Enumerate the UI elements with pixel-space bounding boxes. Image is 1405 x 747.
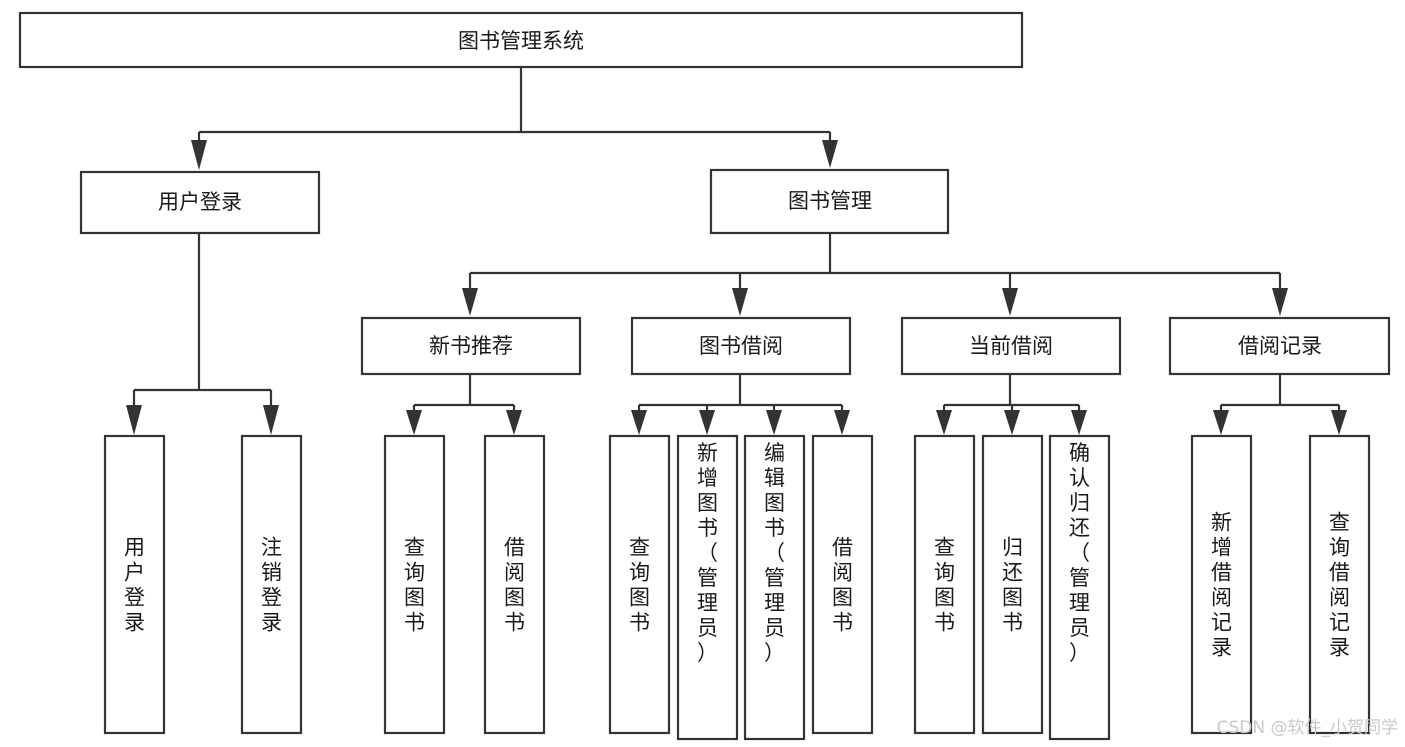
book-borrow-label: 图书借阅 <box>699 334 783 358</box>
book-management-label: 图书管理 <box>788 189 872 213</box>
node-current-borrow[interactable]: 当前借阅 <box>900 316 1122 376</box>
borrow-record-box[interactable] <box>1168 316 1391 376</box>
arrow-head-leaf-logout <box>263 405 279 435</box>
book-management-box[interactable] <box>709 168 950 235</box>
user-login-box[interactable] <box>79 170 321 235</box>
leaf-node-label: 新增图书（管理员） <box>697 441 718 665</box>
arrow-head-new-book-rec <box>462 288 478 316</box>
arrow-head-br-query <box>1331 410 1347 435</box>
connector-layer <box>126 67 1347 435</box>
arrow-head-book-mgmt <box>822 140 838 168</box>
leaf-node-box[interactable] <box>1308 434 1371 735</box>
leaf-node[interactable]: 新增图书（管理员） <box>676 434 739 741</box>
leaf-node-label: 新增借阅记录 <box>1211 511 1232 660</box>
leaf-node-label: 借阅图书 <box>832 536 853 635</box>
borrow-record-label: 借阅记录 <box>1238 334 1322 358</box>
arrow-head-bb-edit <box>766 410 782 435</box>
arrow-head-bb-borrow <box>834 410 850 435</box>
arrow-head-current-borrow <box>1002 288 1018 316</box>
leaf-node-box[interactable] <box>913 434 976 735</box>
leaf-node[interactable]: 归还图书 <box>981 434 1044 735</box>
leaf-node[interactable]: 查询借阅记录 <box>1308 434 1371 735</box>
leaf-node[interactable]: 新增借阅记录 <box>1190 434 1253 735</box>
root-box[interactable] <box>18 11 1024 69</box>
leaf-node-label: 借阅图书 <box>504 536 525 635</box>
arrow-head-bb-add <box>699 410 715 435</box>
leaf-node-label: 查询图书 <box>404 536 425 635</box>
leaf-node-label: 用户登录 <box>124 536 145 635</box>
arrow-head-cb-confirm <box>1071 410 1087 435</box>
leaf-node-box[interactable] <box>1048 434 1111 741</box>
user-login-label: 用户登录 <box>158 190 242 214</box>
book-borrow-box[interactable] <box>630 316 852 376</box>
leaf-node-box[interactable] <box>811 434 874 735</box>
leaf-node-box[interactable] <box>743 434 806 741</box>
leaf-node-label: 查询借阅记录 <box>1329 511 1350 660</box>
arrow-head-borrow-record <box>1272 288 1288 316</box>
leaf-node-box[interactable] <box>103 434 166 735</box>
arrow-head-leaf-user-login <box>126 405 142 435</box>
node-book-borrow[interactable]: 图书借阅 <box>630 316 852 376</box>
leaf-node[interactable]: 注销登录 <box>240 434 303 735</box>
leaf-node[interactable]: 查询图书 <box>608 434 671 735</box>
leaf-node[interactable]: 查询图书 <box>913 434 976 735</box>
new-book-recommend-label: 新书推荐 <box>429 334 513 358</box>
leaf-node-box[interactable] <box>676 434 739 741</box>
leaf-node-box[interactable] <box>981 434 1044 735</box>
leaf-node-label: 查询图书 <box>629 536 650 635</box>
leaf-node[interactable]: 用户登录 <box>103 434 166 735</box>
current-borrow-box[interactable] <box>900 316 1122 376</box>
leaf-node-box[interactable] <box>608 434 671 735</box>
current-borrow-label: 当前借阅 <box>969 334 1053 358</box>
leaf-node-label: 编辑图书（管理员） <box>764 441 785 665</box>
leaf-node[interactable]: 借阅图书 <box>811 434 874 735</box>
node-borrow-record[interactable]: 借阅记录 <box>1168 316 1391 376</box>
leaf-node-label: 确认归还（管理员） <box>1069 441 1090 665</box>
leaf-node-box[interactable] <box>483 434 546 735</box>
arrow-head-nbr-borrow <box>506 410 522 435</box>
leaf-node-label: 注销登录 <box>261 536 282 635</box>
node-user-login[interactable]: 用户登录 <box>79 170 321 235</box>
leaf-node-box[interactable] <box>240 434 303 735</box>
leaf-node-layer: 用户登录 注销登录 查询图书 借阅图书 查询图书 新增图书（管理员） 编辑图书（管理员） 借阅… <box>103 434 1371 741</box>
leaf-node[interactable]: 查询图书 <box>383 434 446 735</box>
csdn-watermark: CSDN @软件_小贺同学 <box>1217 718 1398 738</box>
leaf-node[interactable]: 确认归还（管理员） <box>1048 434 1111 741</box>
arrow-head-br-add <box>1213 410 1229 435</box>
node-root[interactable]: 图书管理系统 <box>18 11 1024 69</box>
arrow-head-bb-query <box>631 410 647 435</box>
leaf-node[interactable]: 编辑图书（管理员） <box>743 434 806 741</box>
root-label: 图书管理系统 <box>458 29 584 53</box>
arrow-head-book-borrow <box>732 288 748 316</box>
node-new-book-recommend[interactable]: 新书推荐 <box>360 316 582 376</box>
arrow-head-user-login <box>191 140 207 170</box>
arrow-head-nbr-query <box>406 410 422 435</box>
new-book-recommend-box[interactable] <box>360 316 582 376</box>
leaf-node-box[interactable] <box>383 434 446 735</box>
leaf-node-box[interactable] <box>1190 434 1253 735</box>
arrow-head-cb-query <box>936 410 952 435</box>
leaf-node-label: 查询图书 <box>934 536 955 635</box>
node-book-management[interactable]: 图书管理 <box>709 168 950 235</box>
arrow-head-cb-return <box>1004 410 1020 435</box>
leaf-node[interactable]: 借阅图书 <box>483 434 546 735</box>
leaf-node-label: 归还图书 <box>1002 536 1023 635</box>
